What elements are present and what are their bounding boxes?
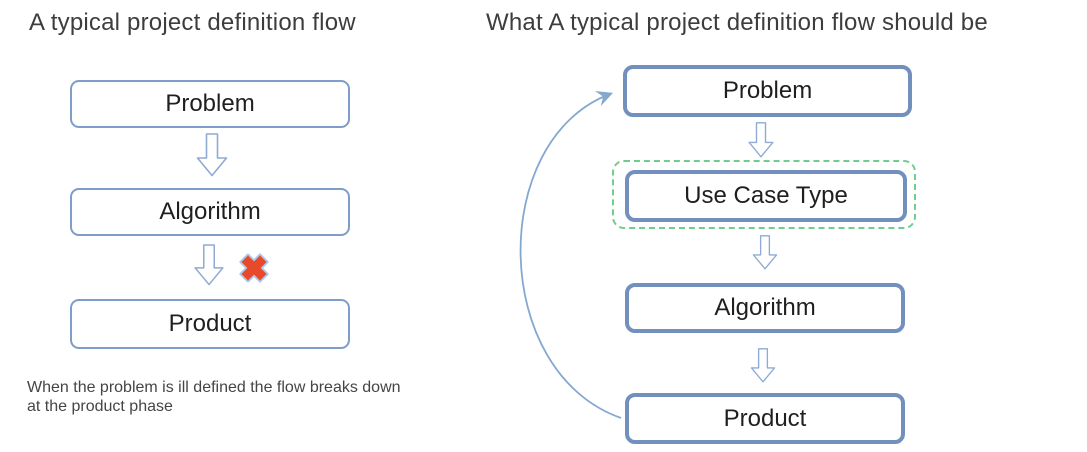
left-box-problem: Problem (70, 80, 350, 128)
left-box-product-label: Product (168, 310, 252, 337)
down-arrow-icon (194, 244, 224, 286)
right-box-problem-label: Problem (722, 77, 813, 104)
left-box-algorithm: Algorithm (70, 188, 350, 236)
cross-mark-icon (239, 253, 269, 283)
green-dashed-highlight-outline (612, 160, 916, 229)
right-box-algorithm: Algorithm (625, 283, 905, 333)
right-box-problem: Problem (623, 65, 912, 117)
down-arrow-icon (196, 133, 228, 177)
right-box-use-case-type-label: Use Case Type (684, 182, 848, 209)
right-box-algorithm-label: Algorithm (714, 294, 816, 321)
right-box-product-label: Product (723, 404, 807, 432)
right-box-product: Product (625, 393, 905, 444)
left-box-problem-label: Problem (165, 90, 255, 117)
left-box-product: Product (70, 299, 350, 349)
down-arrow-icon (750, 348, 776, 383)
right-diagram-title: What A typical project definition flow s… (486, 9, 988, 36)
right-box-use-case-type: Use Case Type (625, 170, 907, 222)
left-diagram-caption: When the problem is ill defined the flow… (27, 379, 401, 415)
down-arrow-icon (752, 235, 778, 270)
down-arrow-icon (748, 122, 774, 158)
left-box-algorithm-label: Algorithm (159, 198, 261, 225)
left-diagram-title: A typical project definition flow (29, 9, 356, 36)
